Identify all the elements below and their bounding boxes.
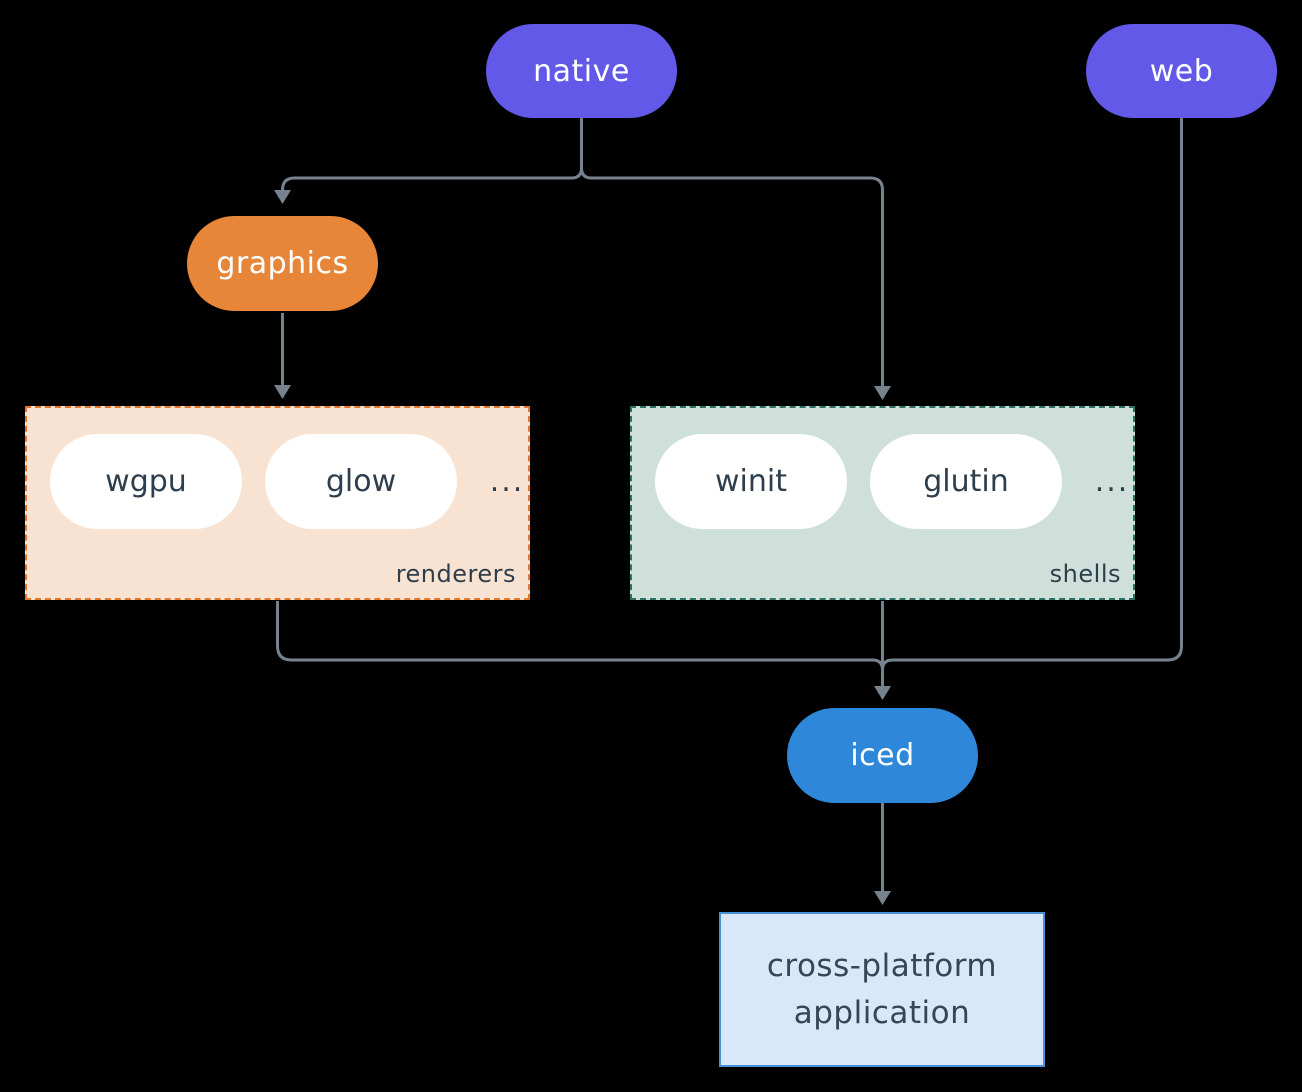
node-native-label: native <box>533 53 630 89</box>
edge-renderers-to-iced <box>276 601 884 671</box>
node-graphics: graphics <box>187 216 378 311</box>
node-glow-label: glow <box>325 464 397 499</box>
node-wgpu-label: wgpu <box>105 464 187 499</box>
shells-group-label: shells <box>1049 560 1121 588</box>
arrowhead-into-graphics <box>274 190 291 204</box>
application-label-line2: application <box>793 994 971 1031</box>
node-iced-label: iced <box>850 738 915 773</box>
node-glutin: glutin <box>870 434 1062 529</box>
edge-native-to-shells <box>580 118 884 388</box>
arrowhead-into-renderers <box>274 385 291 399</box>
node-web: web <box>1086 24 1277 118</box>
application-label-line1: cross-platform <box>766 948 998 984</box>
arrowhead-into-iced <box>874 686 891 700</box>
renderers-group-label: renderers <box>395 560 516 588</box>
node-glutin-label: glutin <box>923 464 1009 499</box>
shells-ellipsis: ... <box>1094 464 1130 499</box>
edge-native-to-graphics <box>281 118 583 192</box>
node-winit: winit <box>655 434 847 529</box>
node-cross-platform-application: cross-platform application <box>719 912 1045 1067</box>
renderers-ellipsis: ... <box>489 464 525 499</box>
group-renderers: wgpu glow ... renderers <box>25 406 530 600</box>
node-iced: iced <box>787 708 978 803</box>
node-glow: glow <box>265 434 457 529</box>
node-web-label: web <box>1149 53 1214 89</box>
node-native: native <box>486 24 677 118</box>
node-winit-label: winit <box>715 464 787 499</box>
group-shells: winit glutin ... shells <box>630 406 1135 600</box>
node-wgpu: wgpu <box>50 434 242 529</box>
node-graphics-label: graphics <box>216 246 349 281</box>
arrowhead-into-application <box>874 891 891 905</box>
arrowhead-into-shells <box>874 386 891 400</box>
